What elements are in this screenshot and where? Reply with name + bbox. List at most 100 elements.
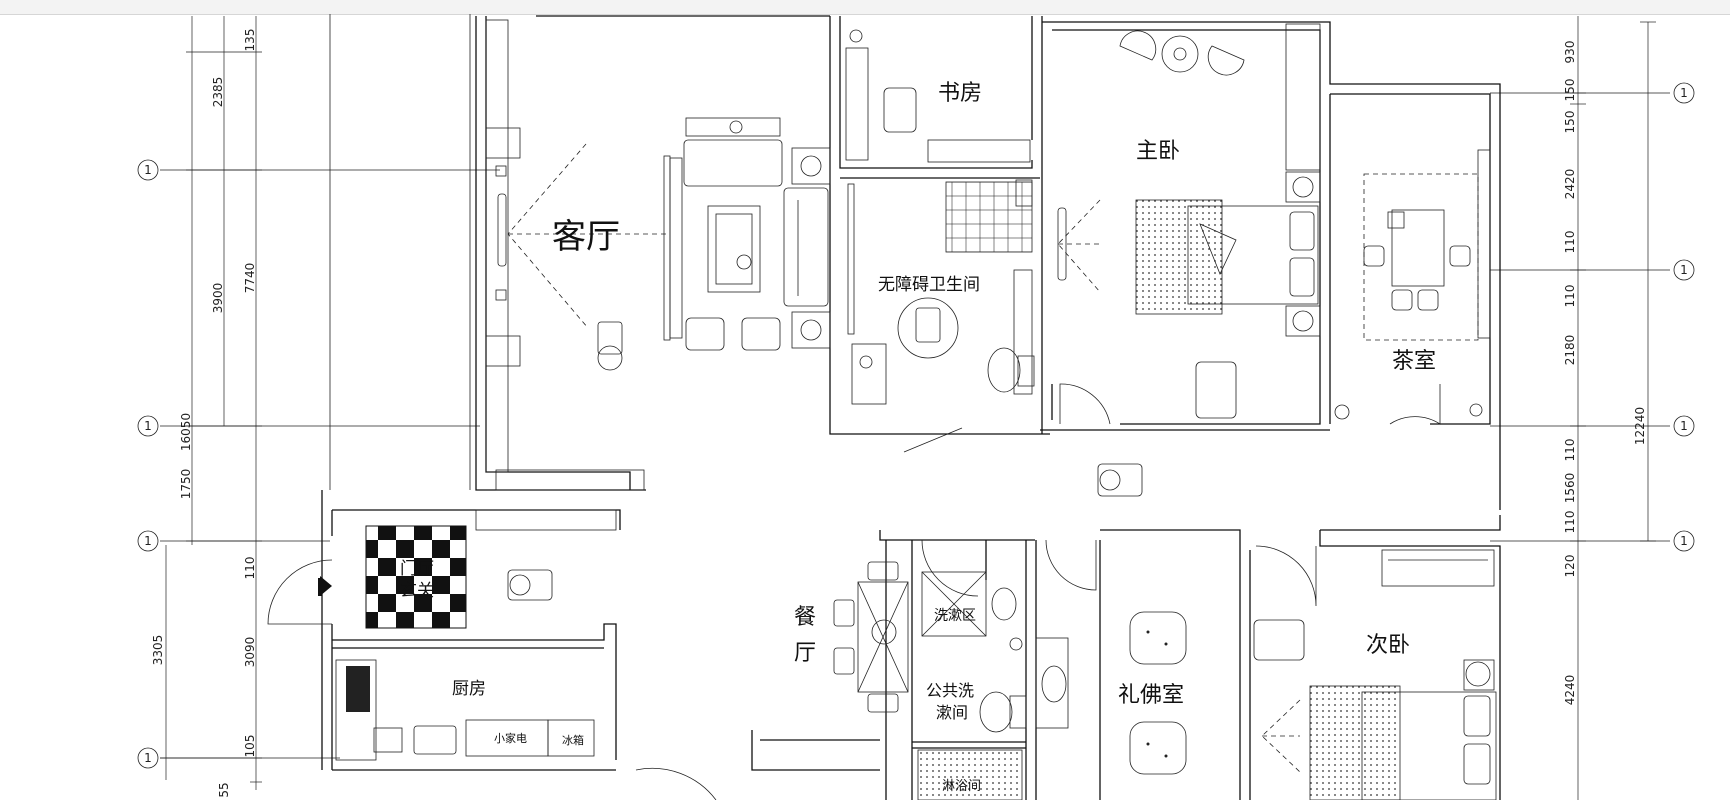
double-bed xyxy=(1187,205,1319,305)
lounge-chair xyxy=(1119,30,1157,61)
armchair xyxy=(685,317,781,351)
axis-number: 1 xyxy=(144,534,152,548)
room-label-study: 书房 xyxy=(938,81,982,106)
dim-label: 110 xyxy=(1563,231,1577,254)
axis-number: 1 xyxy=(144,751,152,765)
dim-label: 4240 xyxy=(1563,675,1577,706)
wardrobe xyxy=(1285,23,1321,171)
room-label-master-bedroom: 主卧 xyxy=(1136,139,1180,164)
foyer-floor-pattern xyxy=(365,525,467,629)
stove xyxy=(346,666,370,712)
washbasin xyxy=(991,587,1017,621)
tea-table xyxy=(1391,209,1445,287)
room-label-accessible-bathroom: 无障碍卫生间 xyxy=(878,275,980,295)
entry-arrow-icon xyxy=(320,576,332,596)
tea-rug xyxy=(1363,173,1479,341)
doors xyxy=(267,383,1441,800)
bath-door-leaf xyxy=(903,427,963,453)
dim-label: 3900 xyxy=(211,283,225,314)
walls xyxy=(321,15,1501,800)
dim-label: 110 xyxy=(243,557,257,580)
second-bedroom-furniture xyxy=(1253,549,1497,800)
bedroom2-door xyxy=(1255,545,1317,607)
dim-label: 7740 xyxy=(243,263,257,294)
axis-bubble: 1 xyxy=(137,415,159,437)
public-toilet xyxy=(979,691,1013,733)
sofa-right xyxy=(783,187,829,307)
dim-label: 110 xyxy=(1563,439,1577,462)
cushion xyxy=(1129,721,1187,775)
dim-label: 16050 xyxy=(179,413,193,451)
tea-cabinet xyxy=(1477,149,1491,339)
dim-label: 55 xyxy=(217,782,231,797)
dim-label: 135 xyxy=(243,29,257,52)
dining-furniture xyxy=(833,561,909,713)
toilet xyxy=(987,347,1021,393)
shower-tiles xyxy=(945,181,1033,253)
counter xyxy=(335,659,377,761)
master-door xyxy=(1059,383,1111,425)
axis-bubble: 1 xyxy=(1673,259,1695,281)
corridor-wheelchair-icon xyxy=(1097,463,1143,497)
lower-door xyxy=(635,767,717,800)
axis-bubble: 1 xyxy=(1673,82,1695,104)
second-double-bed xyxy=(1361,691,1497,800)
piano xyxy=(1381,549,1495,587)
axis-bubble: 1 xyxy=(137,159,159,181)
room-label-kitchen: 厨房 xyxy=(452,679,486,699)
fridge xyxy=(547,719,595,757)
axis-number: 1 xyxy=(1680,534,1688,548)
room-label-tea-room: 茶室 xyxy=(1392,349,1436,374)
axis-bubble: 1 xyxy=(137,530,159,552)
label-fridge: 冰箱 xyxy=(562,733,584,747)
accessible-bathroom xyxy=(847,179,1035,405)
wheelchair-icon xyxy=(597,321,623,371)
dim-label: 2385 xyxy=(211,77,225,108)
living-room-furniture xyxy=(475,117,831,531)
wall-cabinet xyxy=(485,19,509,473)
axis-lines xyxy=(160,14,1670,759)
room-label-prayer-room: 礼佛室 xyxy=(1118,683,1184,708)
room-label-dining: 餐 xyxy=(794,605,816,630)
cushion xyxy=(1129,611,1187,665)
room-label-second-bedroom: 次卧 xyxy=(1366,633,1410,658)
room-label-wash-area: 洗漱区 xyxy=(934,608,976,624)
dim-label: 110 xyxy=(1563,511,1577,534)
shower-floor xyxy=(917,749,1023,800)
bed-rug xyxy=(1135,199,1223,315)
axis-bubble: 1 xyxy=(1673,415,1695,437)
dim-label: 150 xyxy=(1563,111,1577,134)
room-label-foyer: 门厅 xyxy=(400,559,434,579)
dim-label: 120 xyxy=(1563,555,1577,578)
room-label-dining: 厅 xyxy=(794,641,816,666)
study-furniture xyxy=(845,29,1031,163)
right-dimensions: 930 150 150 2420 110 110 2180 12240 110 … xyxy=(1563,16,1656,800)
altar xyxy=(1035,637,1069,729)
dim-label: 110 xyxy=(1563,285,1577,308)
dim-label: 105 xyxy=(243,735,257,758)
lounge-chair xyxy=(1207,45,1245,76)
axis-number: 1 xyxy=(144,419,152,433)
axis-number: 1 xyxy=(1680,263,1688,277)
study-cabinet xyxy=(927,139,1031,163)
coffee-table xyxy=(707,205,761,293)
prayer-door xyxy=(1045,539,1097,591)
bed-rug xyxy=(1309,685,1401,800)
dim-label: 3090 xyxy=(243,637,257,668)
wheelchair-icon xyxy=(507,569,553,601)
dim-label: 2420 xyxy=(1563,169,1577,200)
viewer-top-bar xyxy=(0,0,1730,15)
round-table xyxy=(1161,35,1199,73)
axis-bubble: 1 xyxy=(137,747,159,769)
foyer xyxy=(318,525,553,629)
entry-door xyxy=(267,559,333,625)
wash-door xyxy=(921,539,979,597)
dim-label: 1750 xyxy=(179,469,193,500)
tea-room-furniture xyxy=(1334,149,1491,420)
wheelchair xyxy=(1195,361,1237,419)
side-table xyxy=(791,147,831,349)
dim-label: 930 xyxy=(1563,41,1577,64)
axis-bubble: 1 xyxy=(1673,530,1695,552)
